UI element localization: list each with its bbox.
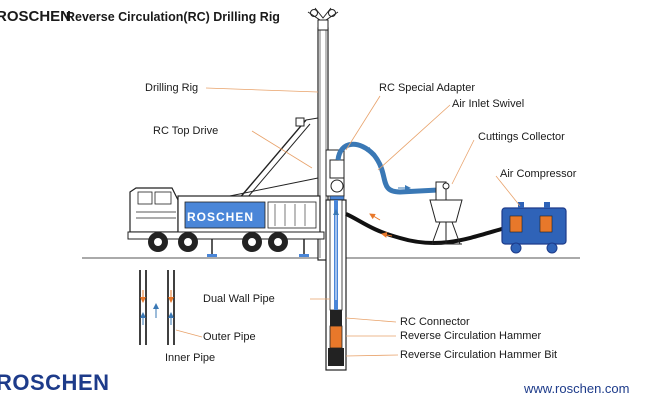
boom xyxy=(209,117,319,205)
label-cuttings-collector: Cuttings Collector xyxy=(478,131,565,143)
label-rc-connector: RC Connector xyxy=(400,316,470,328)
label-rc-special-adapter: RC Special Adapter xyxy=(379,82,475,94)
footer-website-link[interactable]: www.roschen.com xyxy=(524,381,630,396)
label-rc-hammer-bit: Reverse Circulation Hammer Bit xyxy=(400,349,558,361)
label-rc-top-drive: RC Top Drive xyxy=(153,125,219,137)
discharge-hose xyxy=(335,141,439,195)
pipe-illustration xyxy=(139,270,175,345)
header-brand: ROSCHEN xyxy=(0,8,72,25)
label-outer-pipe: Outer Pipe xyxy=(203,331,256,343)
truck xyxy=(127,187,325,257)
cuttings-collector xyxy=(429,181,463,245)
label-drilling-rig: Drilling Rig xyxy=(145,82,199,94)
label-air-compressor: Air Compressor xyxy=(500,168,577,180)
label-rc-hammer: Reverse Circulation Hammer xyxy=(400,330,542,342)
mast xyxy=(307,7,345,261)
label-dual-wall-pipe: Dual Wall Pipe xyxy=(203,293,275,305)
air-hose xyxy=(345,212,506,245)
diagram-title: Reverse Circulation(RC) Drilling Rig xyxy=(66,10,280,24)
label-inner-pipe: Inner Pipe xyxy=(165,352,216,364)
truck-logo: ROSCHEN xyxy=(187,210,254,224)
footer-logo: ROSCHEN xyxy=(0,370,110,395)
air-compressor xyxy=(501,202,567,254)
truck-wheels xyxy=(148,232,288,252)
label-air-inlet-swivel: Air Inlet Swivel xyxy=(452,98,525,110)
leader-lines xyxy=(175,87,521,357)
borehole xyxy=(325,199,347,371)
